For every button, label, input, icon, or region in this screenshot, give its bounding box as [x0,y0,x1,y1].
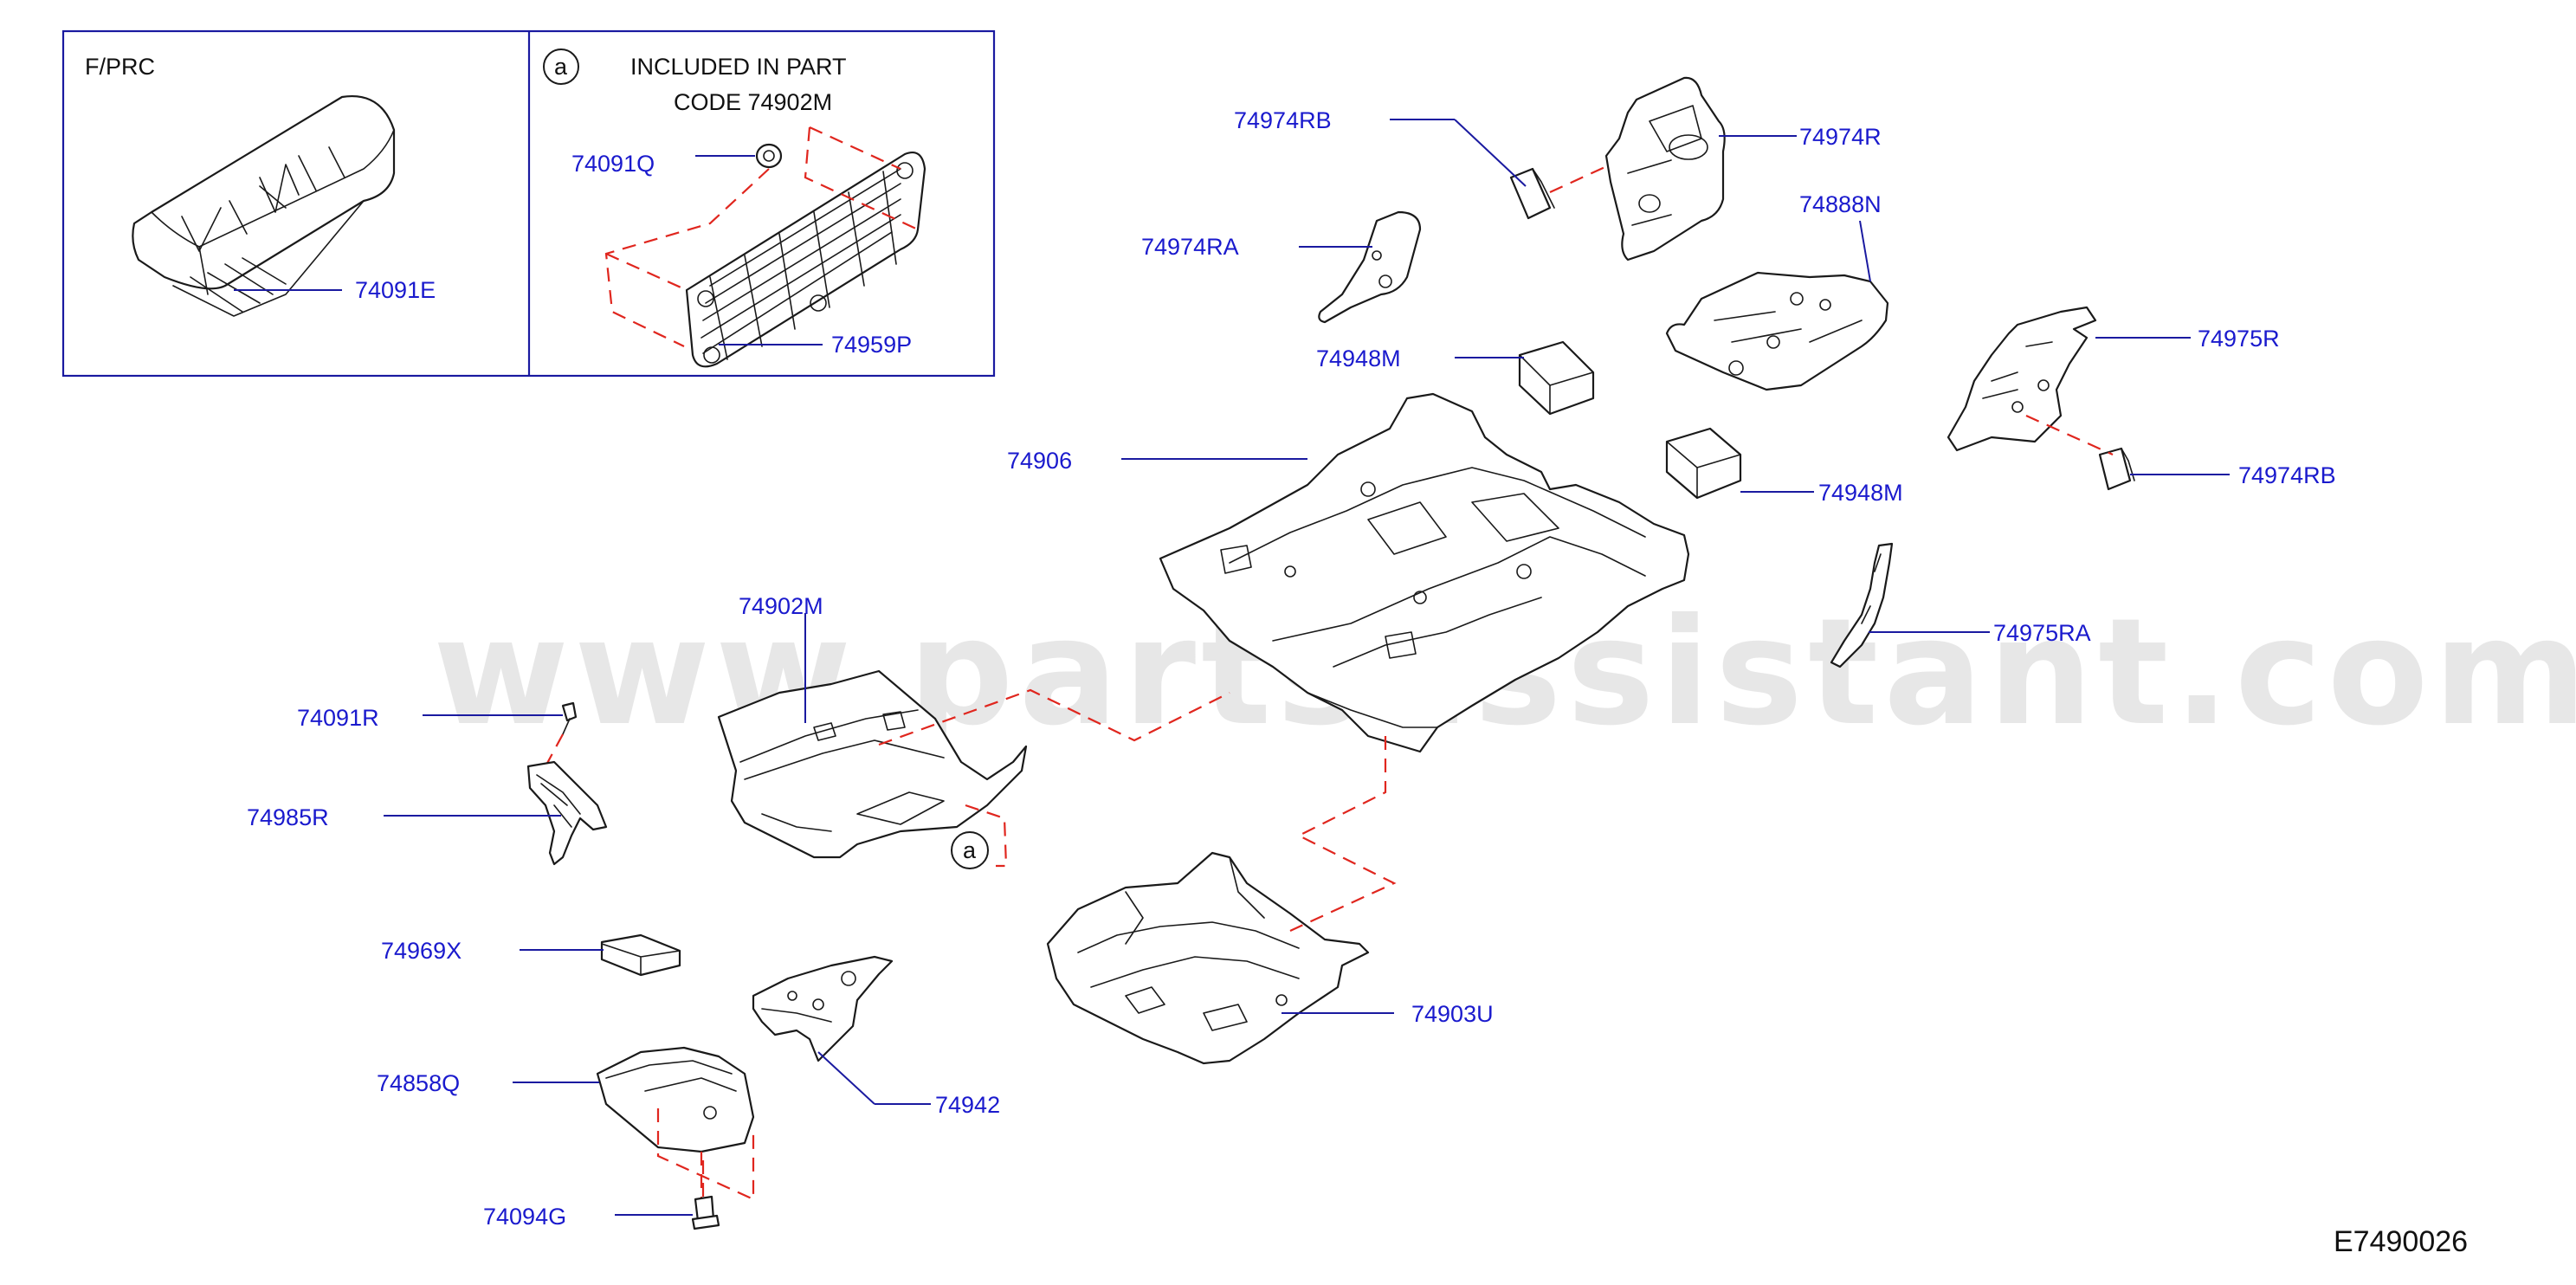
label-74906: 74906 [1007,448,1072,474]
leader-74888N [1859,220,1871,282]
label-74975RA: 74975RA [1993,620,2091,646]
label-74091E: 74091E [355,277,436,303]
label-74985R: 74985R [247,804,329,830]
inset-box: F/PRC 74091E a INCLUDED IN PART CODE 749… [61,29,996,378]
label-74094G: 74094G [483,1204,566,1230]
label-74969X: 74969X [381,938,462,964]
inset-circle-a-letter: a [554,54,568,80]
label-74975R: 74975R [2198,326,2280,352]
label-74903U: 74903U [1411,1001,1494,1027]
inset-circle-a [543,48,579,85]
spacer-block-74974RB-top [1509,167,1555,220]
carpet-74902M [717,669,1028,859]
bracket-74985R [526,760,608,866]
label-74902M: 74902M [739,593,823,619]
label-74974RA: 74974RA [1141,234,1239,260]
side-panel-74974R [1604,76,1726,262]
label-74959P: 74959P [831,332,912,358]
grommet-drawing [755,143,783,169]
clip-74091R [561,701,578,735]
leader-74942 [817,1051,875,1105]
trim-strip-74975RA [1830,542,1894,668]
label-74948M-top: 74948M [1316,345,1401,371]
inset-note-line2: CODE 74902M [674,89,832,115]
label-74858Q: 74858Q [377,1070,460,1096]
side-trim-74975R [1947,306,2097,452]
insulator-74888N [1665,271,1889,391]
inset-left-title: F/PRC [85,54,155,80]
spacer-block-74974RB-right [2098,447,2135,491]
inset-note-line1: INCLUDED IN PART [630,54,847,80]
heat-shield-74858Q [596,1046,755,1153]
bolt-74094G [691,1195,720,1230]
callout-circle-a [951,831,989,869]
label-74974RB-right: 74974RB [2238,462,2336,488]
spacer-block-74948M-top [1518,340,1595,416]
callout-circle-a-letter: a [963,837,977,863]
pad-74969X [600,933,681,977]
label-74888N: 74888N [1799,191,1882,217]
vin-plate-drawing [132,95,396,317]
spacer-block-74948M-right [1665,427,1742,500]
rear-carpet-74903U [1046,851,1370,1065]
bracket-74942 [752,955,894,1062]
diagram-code: E7490026 [2334,1225,2468,1258]
floor-carpet-74906 [1159,392,1690,753]
label-74974R: 74974R [1799,124,1882,150]
label-74942: 74942 [935,1092,1000,1118]
label-74091Q: 74091Q [571,151,655,177]
label-74974RB-top: 74974RB [1234,107,1332,133]
label-74091R: 74091R [297,705,379,731]
label-74948M-right: 74948M [1818,480,1903,506]
bracket-74974RA [1318,210,1422,324]
